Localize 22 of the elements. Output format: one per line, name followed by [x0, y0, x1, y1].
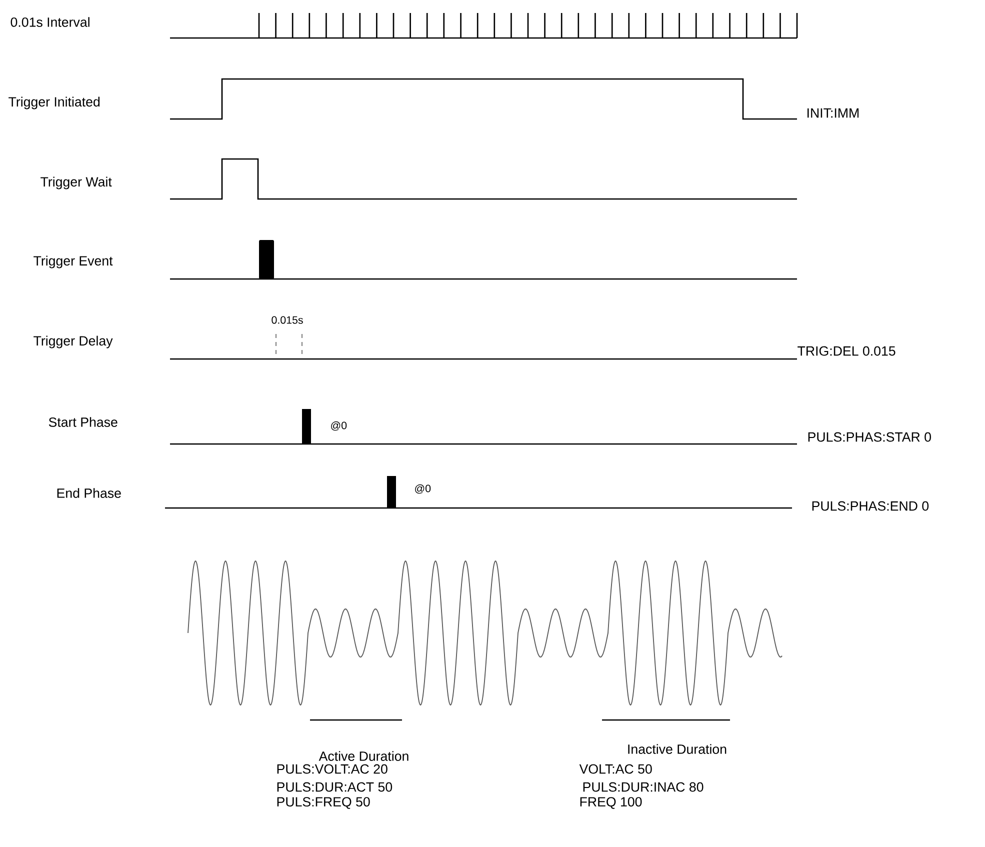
command-label: PULS:PHAS:STAR 0 — [808, 432, 931, 442]
phase-label: @0 — [415, 484, 431, 494]
signal-label: Trigger Wait — [40, 176, 112, 190]
command-label: PULS:FREQ 50 — [277, 797, 370, 809]
duration-label: Active Duration — [318, 751, 408, 761]
signal-label: 0.01s Interval — [10, 17, 90, 27]
command-label: INIT:IMM — [808, 108, 859, 118]
command-label: VOLT:AC 50 — [579, 764, 652, 774]
command-label: PULS:DUR:ACT 50 — [277, 782, 392, 792]
signal-label: Start Phase — [48, 417, 118, 427]
signal-label: End Phase — [57, 488, 121, 498]
duration-label: Inactive Duration — [628, 744, 726, 754]
delay-label: 0.015s — [272, 316, 303, 324]
command-label: PULS:VOLT:AC 20 — [277, 764, 388, 774]
command-label: PULS:PHAS:END 0 — [812, 501, 929, 511]
signal-label: Trigger Initiated — [8, 96, 100, 110]
command-label: FREQ 100 — [580, 797, 642, 809]
signal-label: Trigger Event — [34, 256, 113, 268]
command-label: PULS:DUR:INAC 80 — [583, 782, 704, 792]
command-label: TRIG:DEL 0.015 — [798, 346, 896, 356]
signal-label: Trigger Delay — [34, 336, 113, 348]
phase-label: @0 — [331, 421, 347, 431]
